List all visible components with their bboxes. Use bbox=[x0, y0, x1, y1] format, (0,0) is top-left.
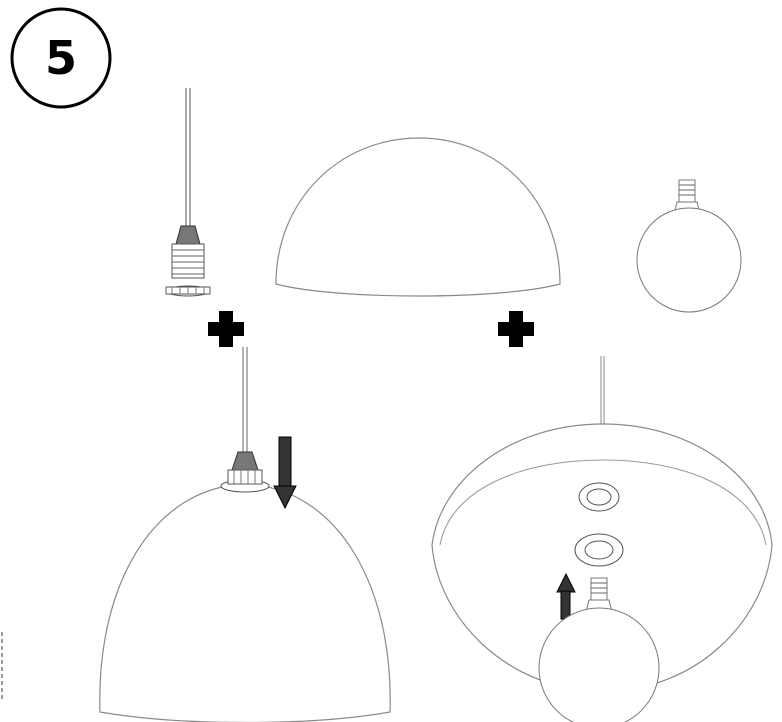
bulb-base-lower bbox=[590, 577, 608, 601]
socket-ring-lower bbox=[574, 533, 624, 567]
globe-bulb-part bbox=[636, 179, 742, 313]
step-badge: 5 bbox=[10, 7, 112, 109]
socket-ring-upper bbox=[578, 482, 620, 512]
bulb-glass bbox=[636, 207, 742, 313]
plus-icon bbox=[208, 311, 244, 347]
bulb-glass-lower bbox=[538, 607, 660, 722]
bulb-base-thread bbox=[679, 184, 695, 196]
socket-cap-left bbox=[231, 451, 259, 471]
socket-cap bbox=[175, 225, 201, 245]
bulb-base-lower-thread bbox=[591, 582, 607, 594]
socket-body bbox=[171, 243, 205, 279]
dome-shade-part bbox=[275, 137, 561, 297]
step-number: 5 bbox=[45, 31, 77, 85]
socket-ring-left-notches bbox=[233, 470, 256, 484]
dome-shade-assembled bbox=[99, 483, 391, 722]
socket-thread bbox=[172, 249, 204, 275]
cord-socket-part bbox=[165, 88, 211, 297]
socket-ring-notches bbox=[171, 287, 205, 294]
shade-rim bbox=[439, 459, 767, 546]
bulb-base bbox=[678, 179, 696, 203]
assembled-shade-right bbox=[431, 356, 773, 722]
socket-ring-left-top bbox=[227, 469, 263, 485]
assembled-shade-left bbox=[99, 347, 391, 722]
globe-bulb-installing bbox=[538, 577, 660, 722]
arrow-down-icon bbox=[273, 436, 297, 510]
plus-icon bbox=[498, 311, 534, 347]
step-badge-circle bbox=[10, 7, 112, 109]
